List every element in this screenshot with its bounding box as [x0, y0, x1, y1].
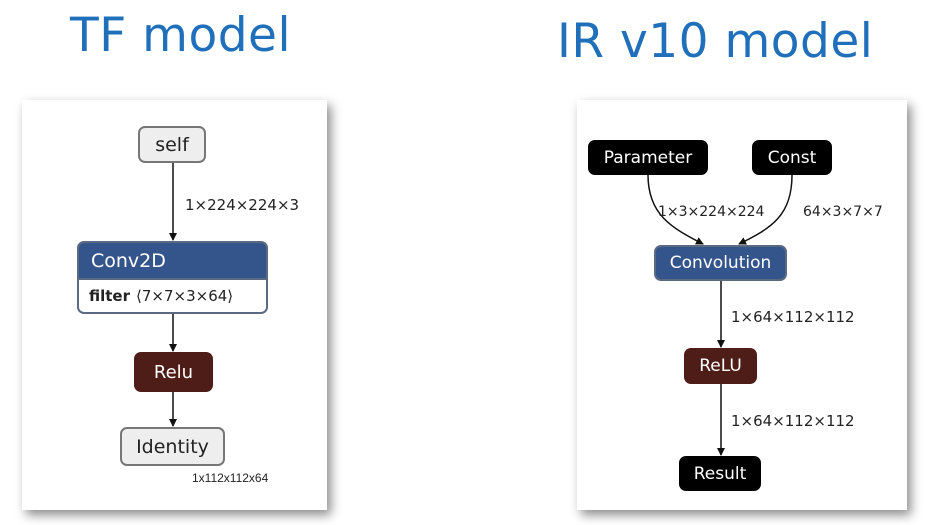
edge-label-identity-output: 1x112x112x64 [192, 471, 269, 485]
edge-label-const-convolution: 64×3×7×7 [803, 204, 883, 220]
filter-attr-value: ⟨7×7×3×64⟩ [136, 287, 234, 305]
ir-model-title: IR v10 model [557, 14, 874, 69]
filter-attr-key: filter [89, 287, 131, 305]
tf-graph-edges [169, 163, 177, 427]
identity-node[interactable]: Identity [120, 427, 225, 466]
result-node[interactable]: Result [679, 456, 761, 491]
tf-graph-panel: self 1×224×224×3 Conv2D filter ⟨7×7×3×64… [22, 100, 327, 510]
edge-const-convolution [738, 174, 793, 245]
conv2d-filter-attr: filter ⟨7×7×3×64⟩ [77, 280, 268, 314]
ir-graph-edges [647, 174, 793, 456]
edge-label-relu-result: 1×64×112×112 [731, 412, 855, 430]
convolution-node[interactable]: Convolution [654, 245, 787, 281]
conv2d-node-header[interactable]: Conv2D [77, 241, 268, 280]
ir-graph-panel: Parameter Const 1×3×224×224 64×3×7×7 Con… [577, 100, 907, 510]
edge-parameter-convolution [647, 174, 704, 245]
edge-label-parameter-convolution: 1×3×224×224 [658, 204, 765, 220]
parameter-node[interactable]: Parameter [588, 140, 708, 175]
const-node[interactable]: Const [752, 140, 832, 175]
self-node[interactable]: self [138, 126, 206, 163]
tf-model-title: TF model [70, 8, 292, 63]
relu-node-ir[interactable]: ReLU [684, 348, 757, 384]
relu-node[interactable]: Relu [134, 352, 213, 392]
edge-label-self-conv2d: 1×224×224×3 [185, 196, 300, 214]
edge-label-convolution-relu: 1×64×112×112 [731, 308, 855, 326]
